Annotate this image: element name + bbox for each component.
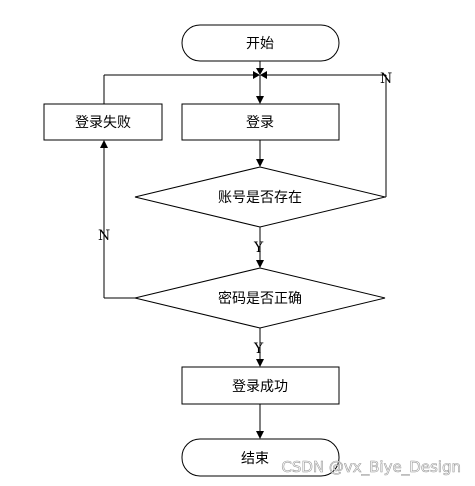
- start-label: 开始: [246, 36, 274, 52]
- end-label: 结束: [241, 451, 269, 467]
- arrowhead-into-success: [256, 359, 264, 367]
- login-failed-node: [43, 103, 163, 141]
- account-exists-label: 账号是否存在: [218, 190, 302, 206]
- csdn-watermark: CSDN @vx_Biye_Design: [281, 458, 461, 477]
- login-failed-label: 登录失败: [75, 115, 131, 131]
- arrowhead-into-end: [256, 431, 264, 439]
- end-node: [181, 438, 340, 477]
- arrowhead-into-password: [256, 260, 264, 268]
- login-success-node: [181, 366, 340, 405]
- branch-label-no-account: N: [380, 71, 392, 87]
- arrowhead-into-failed: [100, 140, 108, 148]
- arrowhead-into-account: [256, 159, 264, 167]
- login-success-label: 登录成功: [232, 379, 288, 395]
- arrowhead-into-login: [256, 96, 264, 104]
- branch-label-yes-account: Y: [253, 240, 264, 256]
- password-correct-label: 密码是否正确: [218, 290, 302, 307]
- arrowhead-into-join-top: [256, 68, 264, 75]
- arrowhead-into-join-left: [253, 71, 260, 79]
- arrowhead-into-join-right: [260, 71, 267, 79]
- branch-label-no-password: N: [98, 228, 110, 244]
- branch-label-yes-password: Y: [253, 341, 264, 357]
- login-label: 登录: [246, 115, 274, 131]
